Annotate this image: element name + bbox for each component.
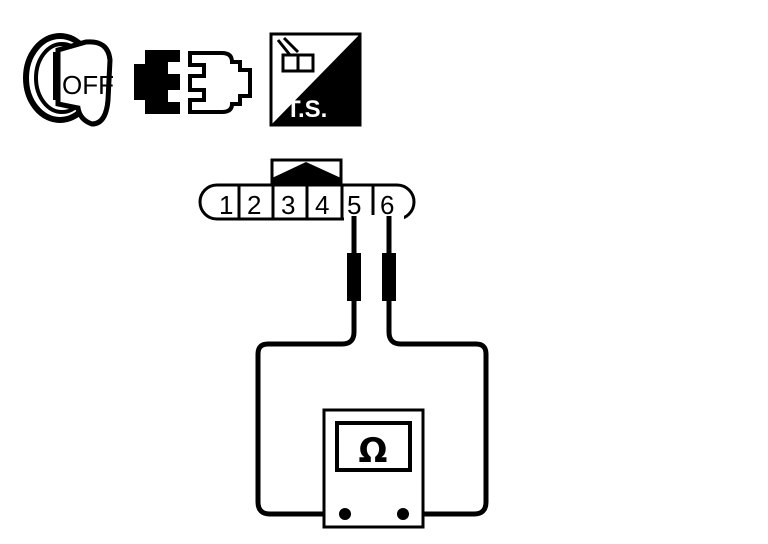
ts-label: T.S. — [286, 96, 327, 123]
ohm-symbol: Ω — [359, 431, 388, 471]
terminal-right — [397, 508, 409, 520]
connector-lock-tab — [272, 162, 341, 186]
pin-6: 6 — [380, 190, 394, 220]
connector-disconnect-icon — [134, 50, 252, 114]
pin-5: 5 — [347, 190, 361, 220]
probe-6 — [382, 253, 396, 301]
probe-5 — [347, 253, 361, 301]
harness-connector: 1 2 3 4 5 6 — [198, 158, 416, 221]
ohmmeter: Ω — [322, 408, 425, 529]
ignition-off-icon: OFF — [23, 33, 114, 127]
lead-pin-6 — [386, 216, 489, 517]
pin-3: 3 — [281, 190, 295, 220]
pin-2: 2 — [247, 190, 261, 220]
lead-pin-5 — [255, 216, 357, 517]
pin-1: 1 — [219, 190, 233, 220]
test-station-icon: T.S. — [269, 32, 362, 127]
terminal-left — [339, 508, 351, 520]
test-leads — [255, 216, 489, 517]
pin-4: 4 — [315, 190, 329, 220]
off-label: OFF — [62, 70, 114, 100]
